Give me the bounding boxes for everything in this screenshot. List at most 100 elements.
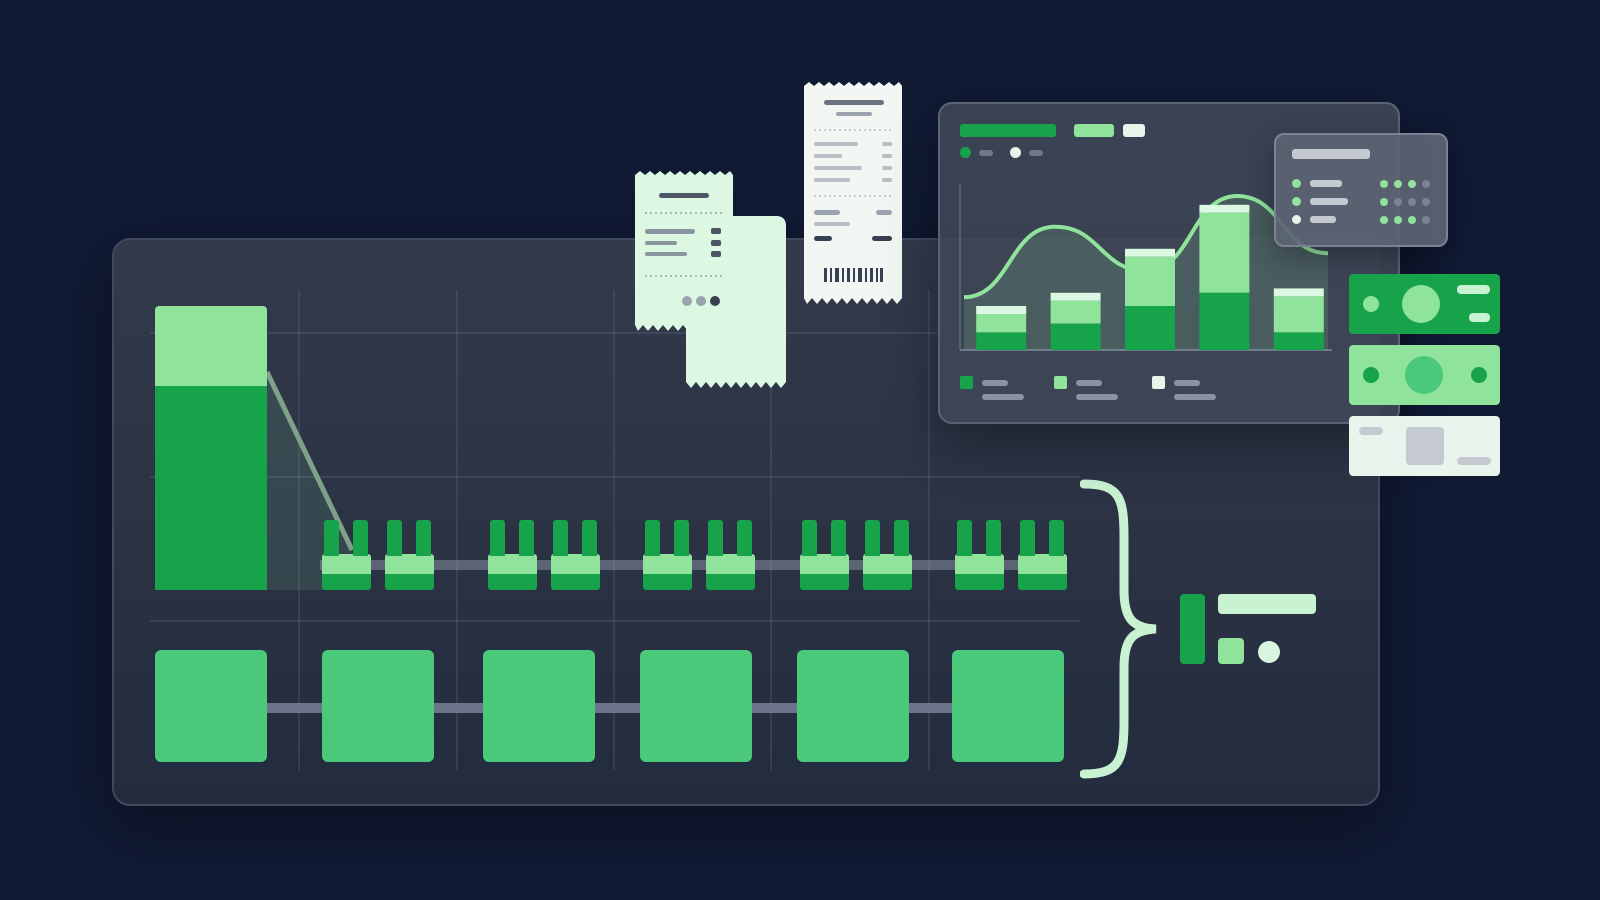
chart-panel bbox=[938, 102, 1400, 424]
popup-line bbox=[1310, 198, 1348, 205]
chip-top bbox=[863, 554, 912, 574]
popup-dot bbox=[1292, 215, 1301, 224]
chip-tooth bbox=[1049, 520, 1064, 556]
bar-icon-line bbox=[1218, 594, 1316, 614]
popup-dot bbox=[1408, 180, 1416, 188]
legend-label-placeholder bbox=[982, 380, 1008, 386]
chip-tooth bbox=[387, 520, 402, 556]
grid-line bbox=[150, 476, 1080, 478]
chip-base bbox=[643, 574, 692, 590]
chip-rail bbox=[320, 560, 1065, 570]
chip-top bbox=[385, 554, 434, 574]
block bbox=[640, 650, 752, 762]
chip-top bbox=[800, 554, 849, 574]
legend-swatch bbox=[1152, 376, 1165, 389]
chip-tooth bbox=[519, 520, 534, 556]
chart-bar-upper bbox=[1199, 212, 1250, 293]
chip-tooth bbox=[802, 520, 817, 556]
legend-dot bbox=[1010, 147, 1021, 158]
chip-top bbox=[706, 554, 755, 574]
chip-base bbox=[955, 574, 1004, 590]
chart-bar-lower bbox=[1273, 332, 1324, 350]
popup-dot bbox=[1422, 198, 1430, 206]
popup-dot bbox=[1380, 216, 1388, 224]
tall-bar-bottom-segment bbox=[155, 386, 267, 590]
grid-line bbox=[613, 290, 615, 770]
banknote-icon bbox=[1349, 416, 1500, 476]
chip-top bbox=[551, 554, 600, 574]
chip-top bbox=[643, 554, 692, 574]
chip-base bbox=[385, 574, 434, 590]
chip-top bbox=[488, 554, 537, 574]
bar-chart bbox=[959, 184, 1332, 400]
chip-tooth bbox=[582, 520, 597, 556]
grid-line bbox=[298, 290, 300, 770]
receipt-icon bbox=[635, 171, 733, 331]
chip-tooth bbox=[353, 520, 368, 556]
bar-icon-square bbox=[1218, 638, 1244, 664]
popup-dot bbox=[1394, 216, 1402, 224]
banknote-icon bbox=[1349, 274, 1500, 334]
legend-swatch bbox=[960, 376, 973, 389]
block bbox=[952, 650, 1064, 762]
chart-bar-upper bbox=[1125, 256, 1175, 306]
block bbox=[797, 650, 909, 762]
popup-dot bbox=[1292, 197, 1301, 206]
chip-top bbox=[322, 554, 371, 574]
grid-line bbox=[150, 332, 1080, 334]
chart-bar-lower bbox=[1050, 323, 1101, 350]
chip-tooth bbox=[708, 520, 723, 556]
popup-title-placeholder bbox=[1292, 149, 1370, 159]
block-rail bbox=[200, 703, 1020, 713]
chart-tab-placeholder bbox=[1074, 124, 1114, 137]
chip-tooth bbox=[416, 520, 431, 556]
popup-dot bbox=[1394, 198, 1402, 206]
legend-dash bbox=[979, 150, 993, 156]
popup-dot bbox=[1380, 198, 1388, 206]
chip-tooth bbox=[986, 520, 1001, 556]
chip-tooth bbox=[894, 520, 909, 556]
block bbox=[322, 650, 434, 762]
grid-line bbox=[456, 290, 458, 770]
tall-bar-top-segment bbox=[155, 306, 267, 386]
chart-bar-lower bbox=[1125, 306, 1175, 350]
legend-label-placeholder bbox=[1076, 394, 1118, 400]
chip-tooth bbox=[737, 520, 752, 556]
bar-icon-tall bbox=[1180, 594, 1205, 664]
popup-dot bbox=[1422, 216, 1430, 224]
chip-base bbox=[488, 574, 537, 590]
chip-base bbox=[800, 574, 849, 590]
chip-top bbox=[1018, 554, 1067, 574]
chart-bar-upper bbox=[976, 314, 1027, 333]
popup-dot bbox=[1394, 180, 1402, 188]
legend-dot bbox=[960, 147, 971, 158]
chart-bar-upper bbox=[1273, 296, 1324, 333]
chip-tooth bbox=[674, 520, 689, 556]
chip-tooth bbox=[957, 520, 972, 556]
chip-base bbox=[706, 574, 755, 590]
chart-bar-cap bbox=[1273, 288, 1324, 297]
chip-tooth bbox=[645, 520, 660, 556]
chart-bar-cap bbox=[976, 306, 1027, 314]
popup-dot bbox=[1292, 179, 1301, 188]
info-popup bbox=[1274, 133, 1448, 247]
bar-icon-dot bbox=[1258, 641, 1280, 663]
chart-bar-lower bbox=[1199, 292, 1250, 350]
chip-tooth bbox=[324, 520, 339, 556]
chip-tooth bbox=[553, 520, 568, 556]
legend-label-placeholder bbox=[1174, 380, 1200, 386]
barcode-icon bbox=[824, 268, 883, 282]
popup-dot bbox=[1380, 180, 1388, 188]
block bbox=[483, 650, 595, 762]
popup-dot bbox=[1422, 180, 1430, 188]
chip-top bbox=[955, 554, 1004, 574]
chart-bar-upper bbox=[1050, 300, 1101, 324]
chip-tooth bbox=[490, 520, 505, 556]
chip-tooth bbox=[1020, 520, 1035, 556]
chart-bar-cap bbox=[1125, 248, 1175, 257]
chip-base bbox=[322, 574, 371, 590]
receipt-icon bbox=[804, 82, 902, 304]
chart-bar-lower bbox=[976, 332, 1027, 350]
grid-line bbox=[928, 290, 930, 770]
